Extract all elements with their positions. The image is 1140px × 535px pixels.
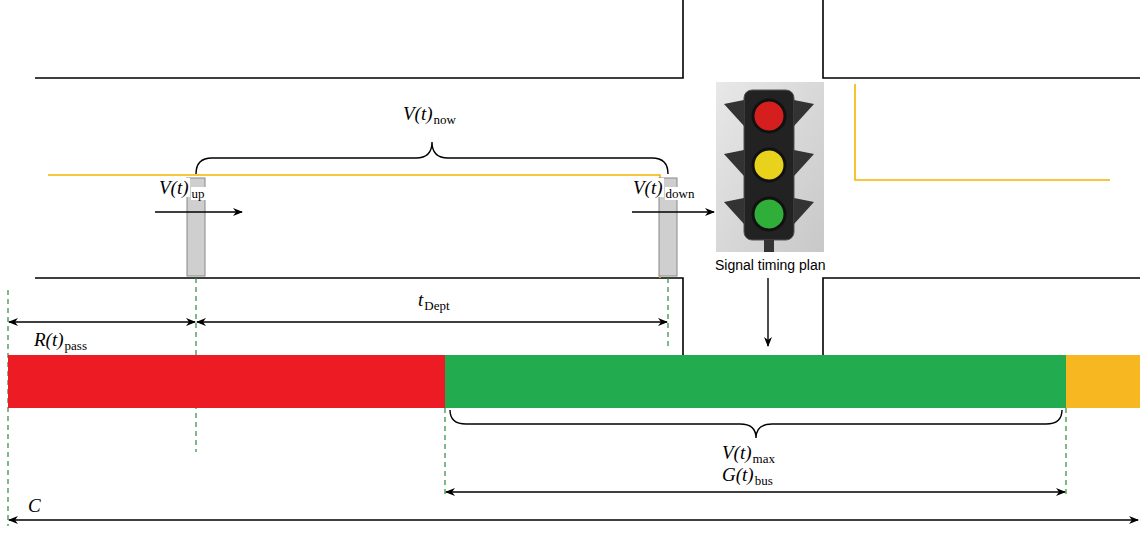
dimension-subscript: bus (755, 474, 773, 487)
caption-label: Signal timing plan (714, 258, 827, 272)
yellow-phase (1066, 355, 1140, 408)
flow-subscript: down (665, 187, 696, 200)
pointer-arrow (767, 278, 768, 346)
flow-label: V(t) (632, 178, 664, 197)
flow-subscript: now (434, 113, 456, 126)
dimension-subscript: pass (65, 339, 87, 352)
guide-line (8, 278, 1066, 526)
flow-label: V(t) (403, 104, 433, 123)
dimension-label: C (28, 496, 41, 515)
brace (196, 142, 668, 174)
dimension-label: R(t) (34, 330, 64, 349)
lane-line (48, 84, 1110, 278)
dimension-subscript: Dept (424, 299, 449, 312)
road-edge (35, 0, 1140, 355)
flow-label: V(t) (722, 443, 752, 462)
green-phase (445, 355, 1066, 408)
flow-subscript: up (191, 187, 206, 200)
brace (450, 410, 1062, 438)
traffic-light (716, 82, 824, 252)
upstream-detector (187, 178, 205, 276)
flow-arrow (632, 211, 714, 212)
flow-label: V(t) (158, 178, 190, 197)
dimension-label: G(t) (722, 465, 754, 484)
dimension-label: t (418, 290, 423, 309)
flow-arrow (155, 211, 242, 212)
dimension-arrow (9, 322, 1138, 520)
red-phase (8, 355, 445, 408)
flow-subscript: max (753, 452, 775, 465)
